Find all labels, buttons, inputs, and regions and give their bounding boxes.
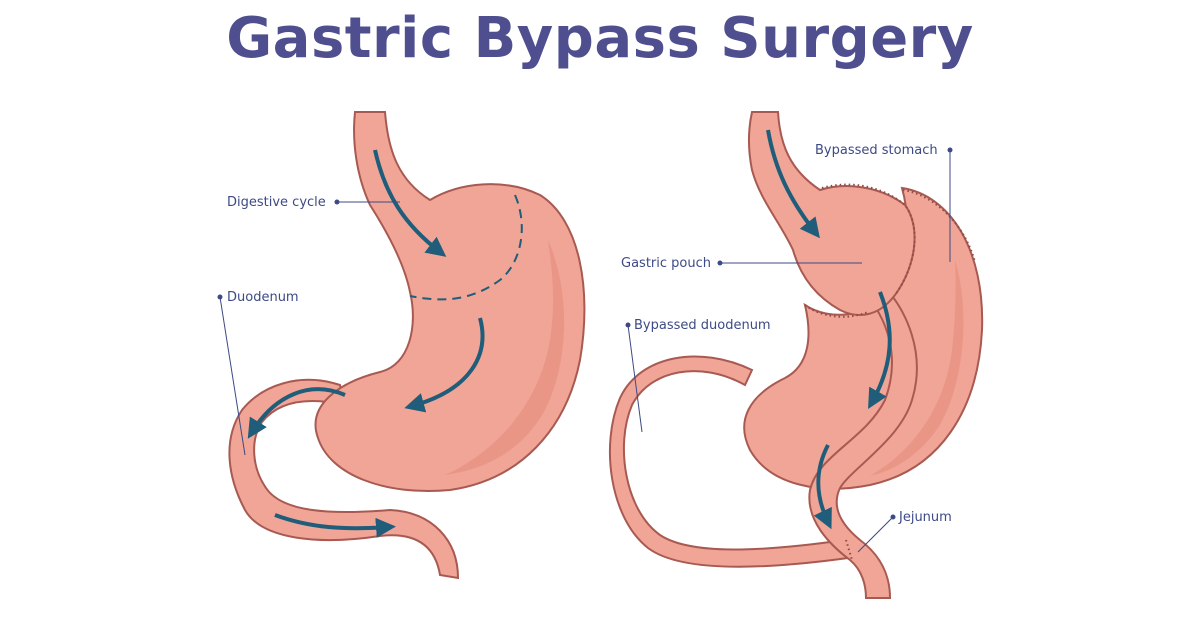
suture-pouch (821, 183, 916, 296)
leader-dot-duodenum (217, 294, 223, 300)
suture-anastomosis (845, 539, 853, 561)
label-bypassed-stomach: Bypassed stomach (815, 143, 938, 158)
flow-arrow-duodenum (247, 387, 346, 439)
bypassed-stomach-shade (870, 260, 964, 476)
leader-jejunum (857, 516, 894, 553)
pouch-dashed-line (409, 194, 523, 301)
flow-arrow-jejunum-lower (813, 444, 832, 530)
stomach-shade (445, 240, 565, 475)
suture-stomach (902, 189, 976, 263)
leader-dot-bypassed-duodenum (625, 322, 631, 328)
bypass-anatomy: Bypassed stomach Gastric pouch Bypassed … (608, 111, 984, 599)
flow-arrow-stomach (404, 317, 485, 413)
leader-bypassed-duodenum (627, 324, 643, 433)
label-bypassed-duodenum: Bypassed duodenum (634, 318, 771, 333)
leader-dot-bypassed-stomach (947, 147, 953, 153)
label-digestive-cycle: Digestive cycle (227, 195, 326, 210)
leader-dot-gastric-pouch (717, 260, 723, 266)
flow-arrow-esophagus (373, 149, 447, 257)
page-title: Gastric Bypass Surgery (226, 6, 974, 71)
leader-dot-digestive-cycle (334, 199, 340, 205)
flow-arrow-esophagus-bypass (766, 129, 820, 239)
bypassed-duodenum-tube (608, 355, 850, 568)
flow-arrow-intestine (274, 513, 396, 538)
normal-anatomy: Digestive cycle Duodenum (217, 111, 586, 580)
leader-duodenum (219, 296, 246, 456)
suture-remnant (804, 304, 869, 318)
label-jejunum: Jejunum (898, 510, 952, 525)
label-duodenum: Duodenum (227, 290, 299, 305)
jejunum-tube (808, 280, 918, 599)
leader-dot-jejunum (890, 514, 896, 520)
label-gastric-pouch: Gastric pouch (621, 256, 711, 271)
flow-arrow-jejunum-upper (868, 291, 892, 409)
stomach (314, 111, 586, 492)
duodenum-tube (228, 378, 460, 580)
